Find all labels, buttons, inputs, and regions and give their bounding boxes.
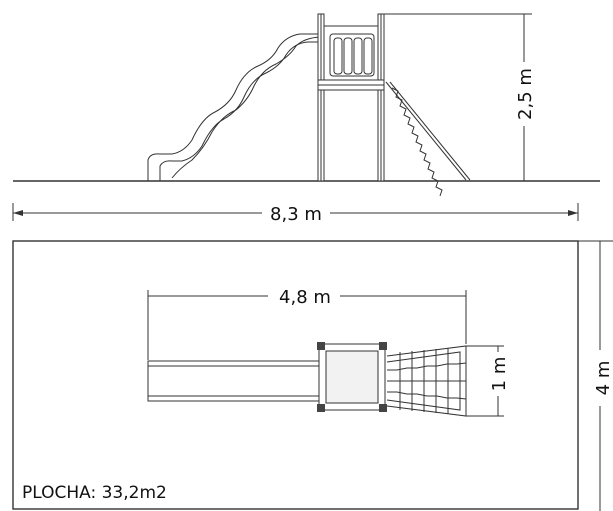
side-elevation: 2,5 m bbox=[13, 13, 600, 197]
rope-ladder-side bbox=[385, 81, 467, 181]
plan-view: 4,8 m 1 m 4 m PLOCHA: 33,2m2 bbox=[12, 240, 613, 511]
dim-1m-label: 1 m bbox=[489, 357, 510, 392]
dim-height-label: 2,5 m bbox=[515, 68, 536, 120]
area-boundary bbox=[12, 240, 579, 510]
slide-side-mid bbox=[171, 36, 321, 179]
width-dimension: 8,3 m bbox=[12, 200, 579, 225]
dim-length-label: 4,8 m bbox=[279, 287, 331, 308]
area-label: PLOCHA: 33,2m2 bbox=[22, 483, 167, 503]
slide-side bbox=[147, 33, 320, 181]
slide-plan bbox=[147, 360, 321, 402]
dim-depth-label: 4 m bbox=[593, 361, 613, 396]
slide-side-inner bbox=[159, 41, 320, 181]
dim-width-label: 8,3 m bbox=[270, 204, 322, 225]
